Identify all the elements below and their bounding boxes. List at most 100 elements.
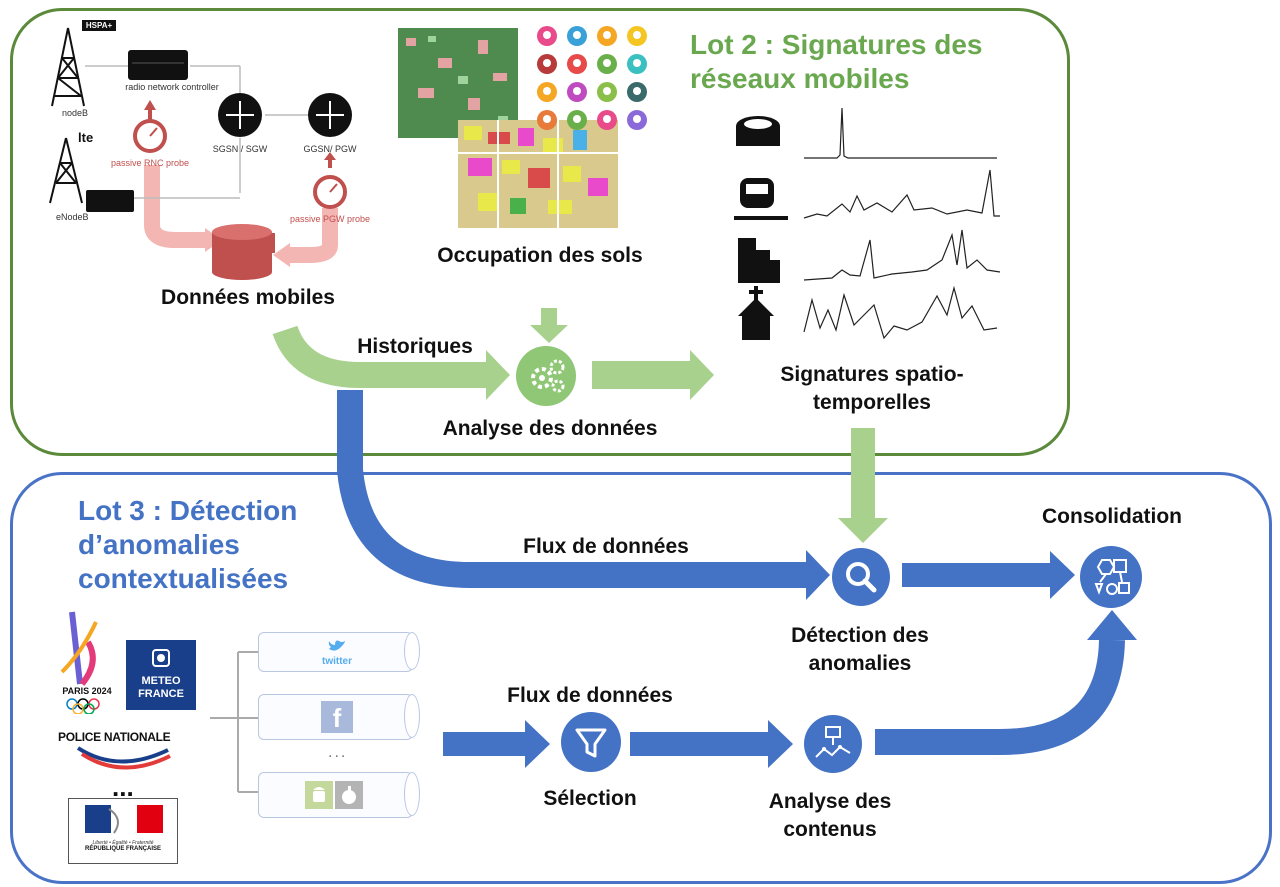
consolidation-node xyxy=(1080,546,1142,608)
blue-arrow-up-consolidation xyxy=(875,639,1125,755)
magnifier-icon xyxy=(846,562,877,593)
occupation-sols-label: Occupation des sols xyxy=(437,244,643,267)
analyse-contenus-line1: Analyse des xyxy=(768,790,892,813)
funnel-icon xyxy=(575,728,607,758)
twitter-bird-icon xyxy=(328,640,345,651)
pgw-probe-label: passive PGW probe xyxy=(290,214,370,224)
detection-label: Détection des anomalies xyxy=(750,622,970,678)
lot3-title-line3: contextualisées xyxy=(78,563,289,594)
green-arrow-occupation xyxy=(541,308,557,328)
rnc-probe-label: passive RNC probe xyxy=(111,158,189,168)
consolidation-shapes-icon xyxy=(1094,559,1130,595)
stadium-icon xyxy=(736,116,780,146)
signature-line-stadium xyxy=(804,107,997,159)
analyse-contenus-node xyxy=(804,715,862,773)
blue-arrowhead-to-analyse xyxy=(768,720,793,768)
map-pin-icon xyxy=(627,82,647,102)
enodeb-tower-icon xyxy=(49,137,83,204)
facebook-pipe: f xyxy=(258,694,420,740)
green-arrowhead-to-detection xyxy=(838,518,888,543)
marianne-icon xyxy=(85,805,163,834)
rnc-probe-arrow-icon xyxy=(144,100,156,110)
pink-arrow-left xyxy=(144,165,205,248)
facebook-icon: f xyxy=(321,701,353,733)
map-pin-icon xyxy=(537,110,557,130)
signatures-label: Signatures spatio- temporelles xyxy=(742,361,1002,417)
ggsn-label: GGSN/ PGW xyxy=(303,144,357,154)
lot3-title-line2: d’anomalies xyxy=(78,529,240,560)
mobile-network-diagram: HSPA+ nodeB radio network controller pas… xyxy=(49,20,370,253)
blue-arrowhead-up-consolidation xyxy=(1087,610,1137,640)
hspa-logo-text: HSPA+ xyxy=(86,21,113,30)
map-pin-icon xyxy=(627,110,647,130)
lot3-frame xyxy=(10,472,1272,884)
map-pin-icon xyxy=(627,26,647,46)
land-use-maps xyxy=(398,28,618,228)
selection-node xyxy=(561,712,621,772)
church-icon xyxy=(738,286,774,340)
twitter-text: twitter xyxy=(322,656,352,667)
blue-arrow-to-consolidation xyxy=(902,563,1052,587)
map-pin-icon xyxy=(597,82,617,102)
map-pin-icon xyxy=(567,26,587,46)
map-pin-icon xyxy=(567,82,587,102)
nodeb-tower-icon xyxy=(51,27,85,107)
paris2024-text: PARIS 2024 xyxy=(62,686,111,696)
lot2-title-line1: Lot 2 : Signatures des xyxy=(690,29,983,60)
map-pin-icon xyxy=(597,54,617,74)
map-pin-icon xyxy=(537,54,557,74)
rnc-label: radio network controller xyxy=(125,82,219,92)
marianne-motto: Liberté • Égalité • Fraternité xyxy=(92,840,154,846)
mobile-database-icon xyxy=(212,224,272,280)
twitter-pipe: twitter xyxy=(258,632,420,672)
signatures-chart xyxy=(734,107,1001,340)
buildings-icon xyxy=(738,238,780,283)
pink-arrow-right xyxy=(290,208,338,263)
map-pin-icon xyxy=(567,110,587,130)
detection-label-line2: anomalies xyxy=(808,652,912,675)
train-icon xyxy=(734,178,788,220)
republique-text: RÉPUBLIQUE FRANÇAISE xyxy=(84,846,161,852)
blue-arrowhead-to-selection xyxy=(525,720,550,768)
detection-label-line1: Détection des xyxy=(791,624,929,647)
apple-icon xyxy=(335,781,363,809)
android-icon xyxy=(305,781,333,809)
lot2-frame xyxy=(10,8,1070,456)
map-pin-icon xyxy=(627,54,647,74)
meteo-line2: FRANCE xyxy=(138,688,184,700)
twitter-logo: twitter xyxy=(319,639,355,667)
meteo-france-logo: METEO FRANCE xyxy=(126,640,196,710)
sources-bracket xyxy=(210,651,260,793)
gears-icon xyxy=(531,359,565,393)
police-nationale-logo: POLICE NATIONALE xyxy=(58,730,198,778)
green-arrow-to-signatures xyxy=(592,361,692,389)
analyse-contenus-line2: contenus xyxy=(783,818,877,841)
selection-label: Sélection xyxy=(543,787,637,810)
rnc-device-icon xyxy=(128,50,188,80)
map-pin-icon xyxy=(597,26,617,46)
meteo-france-emblem-icon xyxy=(152,649,170,667)
flux-donnees-label-2: Flux de données xyxy=(507,684,673,707)
meteo-line1: METEO xyxy=(141,675,181,687)
apps-pipe xyxy=(258,772,420,818)
blue-arrowhead-to-consolidation xyxy=(1050,551,1075,599)
green-arrowhead-to-signatures xyxy=(690,350,714,400)
meteo-france-text: METEO FRANCE xyxy=(126,675,196,701)
enodeb-label: eNodeB xyxy=(56,212,89,222)
pink-arrowhead-right xyxy=(273,243,290,267)
analyse-donnees-label: Analyse des données xyxy=(442,417,658,440)
green-arrow-historiques xyxy=(272,325,488,388)
content-analysis-icon xyxy=(815,726,851,758)
analyse-contenus-label: Analyse des contenus xyxy=(730,788,930,844)
detection-node xyxy=(832,548,890,606)
map-pin-icon xyxy=(537,82,557,102)
blue-arrow-flux xyxy=(337,390,808,588)
lot2-title-line2: réseaux mobiles xyxy=(690,63,910,94)
historiques-label: Historiques xyxy=(357,335,473,358)
blue-arrow-to-selection xyxy=(443,732,527,756)
signatures-label-line2: temporelles xyxy=(813,391,931,414)
map-pin-icon xyxy=(537,26,557,46)
lot3-title: Lot 3 : Détection d’anomalies contextual… xyxy=(78,494,297,596)
sources-ellipsis: ... xyxy=(112,772,134,802)
